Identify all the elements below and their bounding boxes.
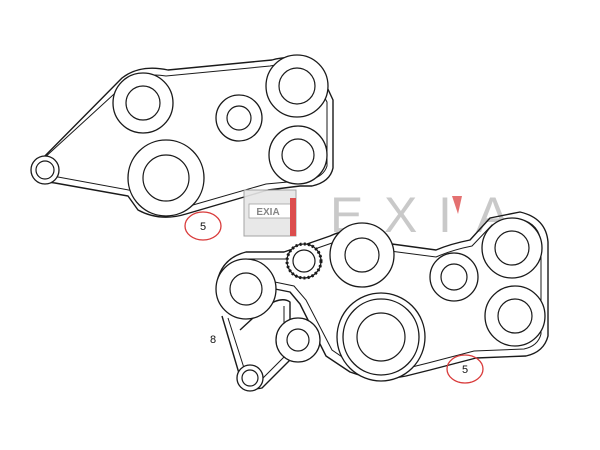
bottom-middle-right-pulley — [429, 252, 479, 302]
top-belt-assembly: 5 — [30, 54, 334, 241]
watermark-accent-shape — [452, 196, 462, 214]
bottom-crankshaft-pulley — [336, 292, 426, 382]
top-crankshaft-pulley — [127, 139, 205, 217]
bottom-belt-callout: 5 — [446, 354, 484, 384]
top-upper-left-pulley — [112, 72, 174, 134]
bottom-tensioner-pulley — [236, 364, 264, 392]
top-tensioner-pulley — [30, 155, 60, 185]
bottom-belt-callout-number: 5 — [462, 364, 468, 376]
top-belt-inner-edge — [41, 64, 328, 211]
watermark-logo-box: EXIA — [243, 189, 297, 237]
bottom-gear-idler — [285, 242, 323, 280]
top-belt-callout: 5 — [184, 211, 222, 241]
top-middle-idler-pulley — [215, 94, 263, 142]
watermark-letter-x: X — [384, 187, 417, 243]
bottom-top-middle-pulley — [329, 222, 395, 288]
bottom-small-idler-pulley — [275, 317, 321, 363]
bottom-top-right-pulley — [481, 217, 543, 279]
watermark-logo-text: EXIA — [256, 207, 279, 218]
top-belt-callout-number: 5 — [200, 221, 206, 233]
bottom-right-pulley — [484, 285, 546, 347]
top-serpentine-belt — [35, 57, 334, 218]
top-upper-right-pulley — [265, 54, 329, 118]
top-right-pulley — [268, 125, 328, 185]
bottom-assembly-label: 8 — [210, 334, 216, 346]
bottom-belt-assembly: 8 5 — [210, 211, 549, 392]
watermark-letter-i: I — [438, 187, 452, 243]
bottom-left-pulley — [215, 258, 277, 320]
